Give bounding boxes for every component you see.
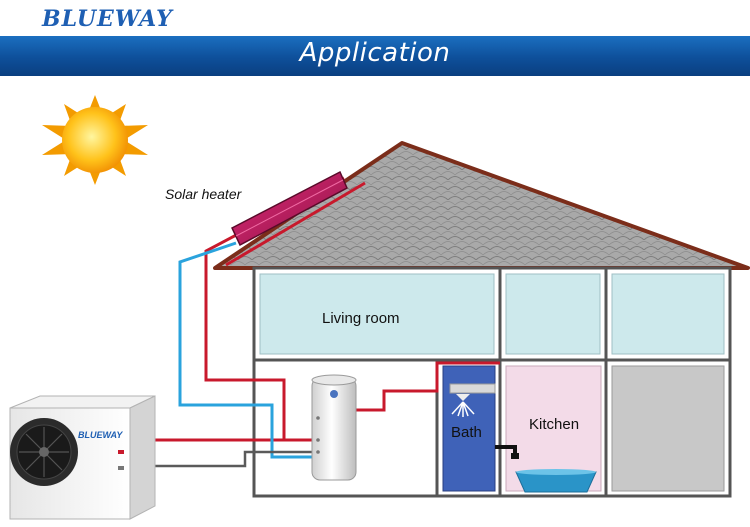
header-logo: BLUEWAY — [42, 6, 173, 32]
sun-icon — [42, 95, 148, 185]
page-title: Application — [299, 38, 451, 68]
unit-logo: BLUEWAY — [78, 430, 123, 440]
living-room-window — [259, 273, 495, 355]
cold-pipes — [178, 241, 315, 459]
heat-pump-unit-icon — [9, 395, 156, 520]
upper-window-right — [611, 273, 725, 355]
solar-heater-label: Solar heater — [165, 186, 242, 202]
living-room-label: Living room — [322, 310, 400, 327]
return-pipes — [130, 450, 315, 468]
bath-label: Bath — [451, 424, 482, 441]
header-banner — [0, 36, 750, 76]
storage-room — [611, 365, 725, 492]
upper-window-middle — [505, 273, 601, 355]
faucet-icon — [495, 445, 519, 459]
water-tank-icon — [311, 374, 357, 481]
solar-panel-icon — [231, 170, 348, 247]
kitchen-label: Kitchen — [529, 416, 580, 433]
shower-head-icon — [449, 383, 496, 417]
sink-icon — [515, 469, 597, 493]
